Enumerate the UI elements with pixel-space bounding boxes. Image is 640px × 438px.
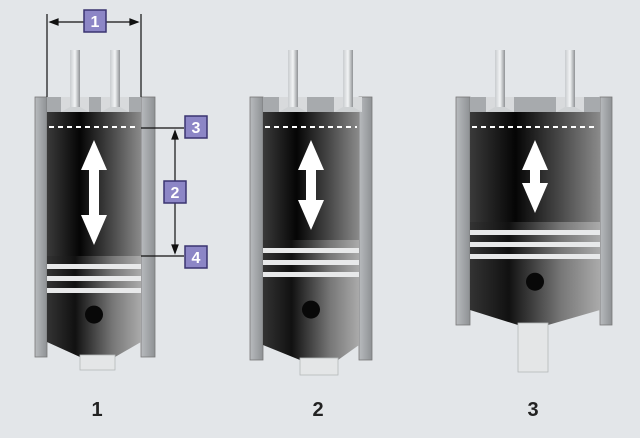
piston-ring — [470, 254, 600, 259]
double-arrow-icon — [522, 140, 548, 213]
callout-bore: 1 — [83, 9, 107, 33]
callout-bore-label: 1 — [91, 14, 100, 31]
valve-head — [556, 107, 584, 112]
valve-stem — [495, 97, 505, 108]
callout-top-dead-center: 3 — [184, 115, 208, 139]
cylinder-2-label: 2 — [312, 399, 323, 421]
valve-head — [334, 107, 362, 112]
piston-pin — [302, 300, 320, 319]
piston — [263, 240, 359, 360]
connecting-rod — [299, 357, 339, 376]
cylinder-3-label: 3 — [527, 399, 538, 421]
valve-stem — [343, 50, 353, 110]
piston-pin — [85, 305, 103, 324]
valve-stem — [565, 50, 575, 110]
valve-stem — [70, 97, 80, 108]
bore-dimension — [46, 14, 142, 97]
piston-ring — [47, 288, 141, 293]
cylinder-wall-left — [455, 96, 471, 326]
cylinder-1-label: 1 — [91, 399, 102, 421]
cylinder-wall-right — [358, 96, 373, 361]
cylinder-wall-left — [249, 96, 264, 361]
callout-tdc-label: 3 — [192, 120, 201, 137]
valve-head — [61, 107, 89, 112]
connecting-rod — [517, 322, 549, 373]
cylinder-wall-left — [34, 96, 48, 358]
cylinder-3 — [455, 50, 613, 373]
double-arrow-icon — [81, 140, 107, 245]
piston-ring — [47, 264, 141, 269]
valve-stem — [70, 50, 80, 110]
valve-stem — [495, 50, 505, 110]
cylinder-wall-right — [140, 96, 156, 358]
cylinder-wall-right — [599, 96, 613, 326]
piston-ring — [47, 276, 141, 281]
piston-ring — [470, 230, 600, 235]
callout-bottom-dead-center: 4 — [184, 245, 208, 269]
cylinder-1 — [34, 50, 156, 371]
valve-head — [101, 107, 129, 112]
valve-stem — [288, 50, 298, 110]
callout-stroke-label: 2 — [171, 185, 180, 202]
piston-ring — [470, 242, 600, 247]
valve-stem — [565, 97, 575, 108]
callout-bdc-label: 4 — [192, 250, 201, 267]
cylinder-2 — [249, 50, 373, 376]
piston-ring — [263, 260, 359, 265]
valve-stem — [343, 97, 353, 108]
valve-stem — [288, 97, 298, 108]
valve-head — [486, 107, 514, 112]
callout-stroke: 2 — [163, 180, 187, 204]
double-arrow-icon — [298, 140, 324, 230]
valve-head — [279, 107, 307, 112]
connecting-rod — [79, 354, 116, 371]
piston-ring — [263, 272, 359, 277]
valve-stem — [110, 97, 120, 108]
stroke-dimension — [141, 127, 184, 257]
piston-ring — [263, 248, 359, 253]
valve-stem — [110, 50, 120, 110]
piston-pin — [526, 272, 544, 291]
